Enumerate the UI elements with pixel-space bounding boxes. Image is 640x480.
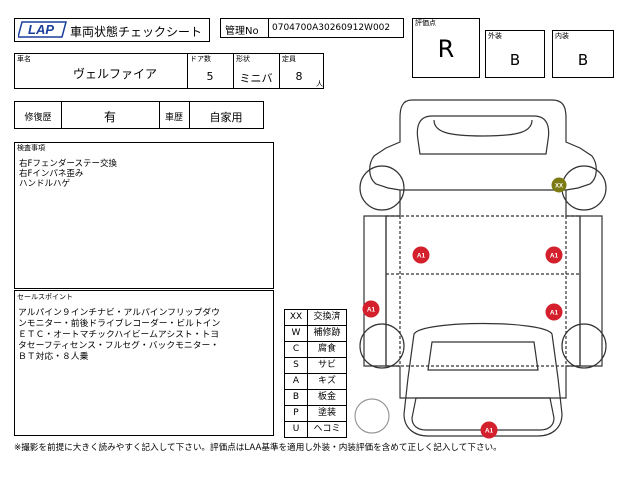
legend-meaning: キズ [307, 373, 347, 390]
damage-marker-a1: A1 [545, 303, 563, 321]
interior-grade-value: B [577, 51, 589, 69]
damage-marker-xx: XX [551, 177, 567, 193]
repair-history-value: 有 [103, 110, 116, 124]
usage-value: 自家用 [209, 111, 243, 124]
shape-label: 形状 [236, 55, 250, 63]
damage-marker-a1: A1 [412, 246, 430, 264]
divider [159, 102, 160, 128]
divider [233, 54, 234, 88]
svg-text:LAP: LAP [28, 22, 54, 37]
right-rear-wheel [561, 323, 607, 369]
legend-code: B [284, 389, 308, 406]
legend-code: S [284, 357, 308, 374]
sales-points-label: セールスポイント [17, 293, 73, 301]
legend-code: A [284, 373, 308, 390]
footer-note: ※撮影を前提に大きく読みやすく記入して下さい。評価点はLAA基準を適用し外装・内… [14, 443, 502, 453]
doors-value: 5 [206, 70, 214, 83]
divider [189, 102, 190, 128]
svg-text:A1: A1 [485, 428, 494, 435]
management-number-value: 0704700A30260912W002 [272, 23, 391, 33]
vehicle-outline-diagram [354, 99, 607, 437]
divider [279, 54, 280, 88]
svg-text:A1: A1 [417, 253, 426, 260]
inspection-notes-label: 検査事項 [17, 144, 45, 152]
sales-points-text: アルパイン９インチナビ・アルパインフリップダウ ンモニター・前後ドライブレコーダ… [18, 308, 221, 362]
shape-value: ミニバ [239, 72, 273, 85]
left-rear-wheel [359, 323, 405, 369]
damage-marker-a1: A1 [362, 300, 380, 318]
capacity-value: 8 [295, 70, 303, 83]
management-number-label: 管理No [225, 26, 259, 37]
exterior-grade-box: 外装 B [485, 30, 545, 78]
legend-code: U [284, 421, 308, 438]
right-body-side [579, 215, 603, 367]
legend-meaning: 板金 [307, 389, 347, 406]
svg-text:A1: A1 [550, 310, 559, 317]
capacity-unit: 人 [316, 80, 323, 88]
rear-bumper-outline [411, 397, 555, 431]
vehicle-info-row: 車名 ヴェルファイア ドア数 5 形状 ミニバ 定員 8 人 [14, 53, 324, 89]
legend-meaning: 腐食 [307, 341, 347, 358]
legend-meaning: 交換済 [307, 309, 347, 326]
sheet-title: 車両状態チェックシート [70, 25, 203, 39]
divider [268, 19, 269, 37]
svg-text:XX: XX [555, 184, 563, 190]
vehicle-diagram [352, 98, 614, 438]
top-view-outline [385, 190, 581, 399]
repair-history-label: 修復歴 [24, 113, 52, 123]
roof-outline [433, 119, 533, 137]
svg-text:A1: A1 [367, 307, 376, 314]
marker-circle-icon: XX [551, 177, 567, 193]
title-frame [14, 18, 210, 42]
capacity-label: 定員 [282, 55, 296, 63]
left-front-wheel [359, 165, 405, 211]
marker-circle-icon: A1 [545, 303, 563, 321]
right-front-wheel [561, 165, 607, 211]
sales-points-box: セールスポイント アルパイン９インチナビ・アルパインフリップダウ ンモニター・前… [14, 290, 274, 436]
management-number-box: 管理No 0704700A30260912W002 [220, 18, 404, 38]
inspection-notes-text: 右Fフェンダーステー交換 右Fインパネ歪み ハンドルハゲ [19, 159, 117, 189]
lap-logo-icon: LAP [17, 21, 67, 38]
car-name-value: ヴェルファイア [72, 67, 157, 81]
inspection-notes-box: 検査事項 右Fフェンダーステー交換 右Fインパネ歪み ハンドルハゲ [14, 142, 274, 289]
interior-grade-box: 内装 B [552, 30, 614, 78]
legend-code: C [284, 341, 308, 358]
windshield-outline [416, 115, 550, 155]
marker-circle-icon: A1 [545, 246, 563, 264]
marker-circle-icon: A1 [480, 421, 498, 439]
marker-circle-icon: A1 [362, 300, 380, 318]
legend-meaning: 補修跡 [307, 325, 347, 342]
spare-tire [354, 398, 390, 434]
history-row: 修復歴 有 車歴 自家用 [14, 101, 264, 129]
interior-grade-label: 内装 [555, 32, 569, 40]
overall-grade-value: R [437, 35, 455, 63]
legend-meaning: ヘコミ [307, 421, 347, 438]
logo: LAP [17, 20, 68, 39]
doors-label: ドア数 [190, 55, 211, 63]
rear-window-outline [427, 341, 539, 371]
car-name-label: 車名 [17, 55, 31, 63]
damage-marker-a1: A1 [545, 246, 563, 264]
divider [61, 102, 62, 128]
legend-code: P [284, 405, 308, 422]
usage-label: 車歴 [164, 113, 183, 123]
overall-grade-box: 評価点 R [412, 18, 480, 78]
rear-view-outline [403, 322, 563, 437]
marker-circle-icon: A1 [412, 246, 430, 264]
exterior-grade-value: B [509, 51, 521, 69]
overall-grade-label: 評価点 [415, 19, 436, 27]
legend-code: W [284, 325, 308, 342]
left-body-side [363, 215, 387, 367]
exterior-grade-label: 外装 [488, 32, 502, 40]
legend-meaning: 塗装 [307, 405, 347, 422]
divider [187, 54, 188, 88]
damage-marker-a1: A1 [480, 421, 498, 439]
legend-code: XX [284, 309, 308, 326]
svg-text:A1: A1 [550, 253, 559, 260]
legend-meaning: サビ [307, 357, 347, 374]
